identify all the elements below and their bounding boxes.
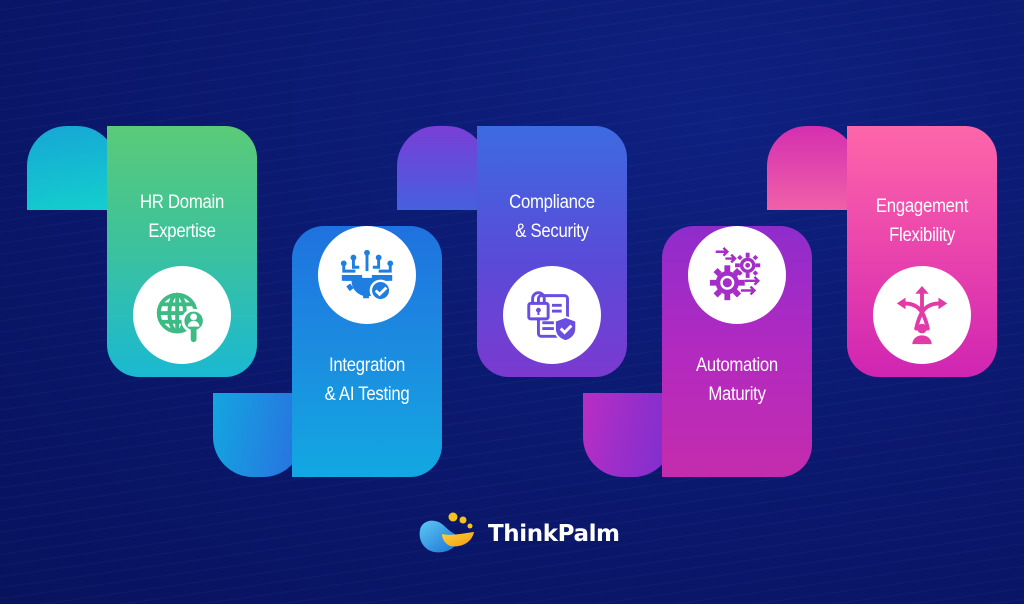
card-title: Automation Maturity [671,351,803,409]
card-flap [27,126,117,210]
card-flap [767,126,857,210]
card-body: Compliance & Security [477,126,627,377]
icon-wrap [662,226,812,477]
card-flap [397,126,487,210]
card-body: Engagement Flexibility [847,126,997,377]
icon-wrap [292,226,442,477]
card-title-line: Automation [696,355,778,376]
card-title: HR Domain Expertise [116,188,248,246]
globe-person-icon [133,266,231,364]
brand-logo: ThinkPalm [416,510,620,556]
card-title-line: Integration [328,355,406,376]
card-flap [213,393,303,477]
card-compliance-security: Compliance & Security [397,126,627,377]
card-engagement-flexibility: Engagement Flexibility [767,126,997,377]
card-body: Integration & AI Testing [292,226,442,477]
person-branching-arrows-icon [873,266,971,364]
card-body: HR Domain Expertise [107,126,257,377]
card-hr-domain-expertise: HR Domain Expertise [27,126,257,377]
card-title-line: HR Domain [139,192,225,213]
card-title-line: Expertise [148,221,216,242]
card-title-line: & Security [515,221,589,242]
lock-document-shield-icon [503,266,601,364]
card-title: Integration & AI Testing [301,351,433,409]
card-title-line: Engagement [875,196,969,217]
card-title: Engagement Flexibility [856,192,988,250]
card-title-line: Maturity [708,384,766,405]
card-automation-maturity: Automation Maturity [583,226,812,477]
card-title-line: & AI Testing [324,384,410,405]
card-body: Automation Maturity [662,226,812,477]
card-title: Compliance & Security [486,188,618,246]
thinkpalm-logo-icon [419,512,474,553]
gear-circuit-check-icon [318,226,416,324]
card-title-line: Compliance [509,192,595,213]
gears-arrows-icon [688,226,786,324]
brand-name: ThinkPalm [488,521,620,547]
card-integration-ai-testing: Integration & AI Testing [213,226,442,477]
card-title-line: Flexibility [889,225,955,246]
card-flap [583,393,673,477]
